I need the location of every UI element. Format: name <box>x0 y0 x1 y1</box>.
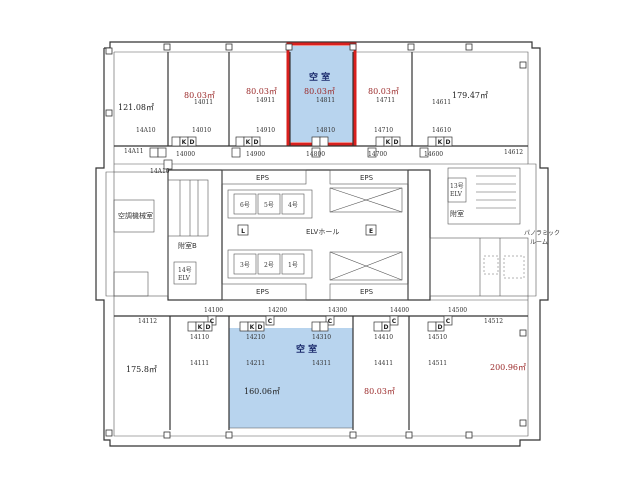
air-room-label: 空調機械室 <box>118 211 153 220</box>
eps-bottom-right: EPS <box>360 288 374 296</box>
marker-d: D <box>190 139 195 146</box>
marker-k-2: K <box>246 139 251 146</box>
unit-14610: 14610 <box>432 127 451 134</box>
area-14711: 80.03㎡ <box>368 87 399 96</box>
marker-k-3: K <box>386 139 391 146</box>
building-core <box>113 167 529 301</box>
elevator-3: 3号 <box>240 262 250 269</box>
unit-14200: 14200 <box>268 307 287 314</box>
unit-14000: 14000 <box>176 151 195 158</box>
unit-14910: 14910 <box>256 127 275 134</box>
unit-14210: 14210 <box>246 334 265 341</box>
unit-14710: 14710 <box>374 127 393 134</box>
unit-14010: 14010 <box>192 127 211 134</box>
unit-14900: 14900 <box>246 151 265 158</box>
unit-14100: 14100 <box>204 307 223 314</box>
elevator-4: 4号 <box>288 202 298 209</box>
elv14-word: ELV <box>178 275 191 282</box>
area-14911: 80.03㎡ <box>246 87 277 96</box>
marker-d-4: D <box>446 139 451 146</box>
structural-columns <box>105 43 527 439</box>
elevator-1: 1号 <box>288 262 298 269</box>
unit-14011: 14011 <box>194 99 213 106</box>
elevator-5: 5号 <box>264 202 274 209</box>
unit-14310: 14310 <box>312 334 331 341</box>
unit-14311: 14311 <box>312 360 331 367</box>
equipment-markers-bottom <box>187 315 453 332</box>
marker-d-2: D <box>254 139 259 146</box>
annex-b-label: 附室B <box>178 241 197 250</box>
vacant-label-bottom: 空 室 <box>296 343 317 355</box>
unit-14612: 14612 <box>504 149 523 156</box>
marker-k-5: K <box>198 324 203 331</box>
marker-d-8: D <box>438 324 443 331</box>
unit-14700: 14700 <box>368 151 387 158</box>
panoramic-label-1: パノラミック <box>524 230 560 237</box>
unit-14512: 14512 <box>484 318 503 325</box>
marker-c-4: C <box>392 318 397 325</box>
marker-d-5: D <box>206 324 211 331</box>
unit-14511: 14511 <box>428 360 447 367</box>
marker-d-6: D <box>258 324 263 331</box>
marker-d-7: D <box>384 324 389 331</box>
area-14511: 200.96㎡ <box>490 363 526 372</box>
panoramic-label-2: ルーム <box>530 239 548 246</box>
marker-k-6: K <box>250 324 255 331</box>
eps-top-right: EPS <box>360 174 374 182</box>
unit-14911: 14911 <box>256 97 275 104</box>
area-14111: 175.8㎡ <box>126 365 157 374</box>
elevator-6: 6号 <box>240 202 250 209</box>
elv-hall-label: ELVホール <box>306 228 339 236</box>
unit-14611: 14611 <box>432 99 451 106</box>
vacant-room-top[interactable] <box>290 46 353 142</box>
unit-14A11: 14A11 <box>124 148 144 155</box>
unit-14A10-b: 14A10 <box>150 168 170 175</box>
unit-14411: 14411 <box>374 360 393 367</box>
vacant-label-top: 空 室 <box>309 71 330 83</box>
area-14011: 80.03㎡ <box>184 91 215 100</box>
equipment-markers-top <box>149 136 453 170</box>
marker-e: E <box>369 228 373 235</box>
marker-c-5: C <box>446 318 451 325</box>
annex-label: 附室 <box>450 209 464 218</box>
unit-14510: 14510 <box>428 334 447 341</box>
unit-14500: 14500 <box>448 307 467 314</box>
area-14811: 80.03㎡ <box>304 87 335 96</box>
unit-14111: 14111 <box>190 360 209 367</box>
marker-c-1: C <box>210 318 215 325</box>
unit-14410: 14410 <box>374 334 393 341</box>
marker-c-2: C <box>268 318 273 325</box>
area-14A10: 121.08㎡ <box>118 103 154 112</box>
marker-l: L <box>241 228 245 235</box>
unit-14A10: 14A10 <box>136 127 156 134</box>
elv14-number: 14号 <box>178 267 192 274</box>
area-14411: 80.03㎡ <box>364 387 395 396</box>
elv13-word: ELV <box>450 191 463 198</box>
marker-c-3: C <box>328 318 333 325</box>
marker-k-4: K <box>438 139 443 146</box>
eps-top-left: EPS <box>256 174 270 182</box>
unit-14300: 14300 <box>328 307 347 314</box>
unit-14110: 14110 <box>190 334 209 341</box>
area-14211: 160.06㎡ <box>244 387 280 396</box>
unit-14600: 14600 <box>424 151 443 158</box>
vacant-room-bottom[interactable] <box>229 328 353 428</box>
marker-d-3: D <box>394 139 399 146</box>
unit-14211: 14211 <box>246 360 265 367</box>
unit-14810: 14810 <box>316 127 335 134</box>
unit-14400: 14400 <box>390 307 409 314</box>
elevator-2: 2号 <box>264 262 274 269</box>
elv13-number: 13号 <box>450 183 464 190</box>
unit-14811: 14811 <box>316 97 335 104</box>
unit-14800: 14800 <box>306 151 325 158</box>
area-14611: 179.47㎡ <box>452 91 488 100</box>
eps-bottom-left: EPS <box>256 288 270 296</box>
unit-14711: 14711 <box>376 97 395 104</box>
marker-k: K <box>182 139 187 146</box>
unit-14112: 14112 <box>138 318 157 325</box>
